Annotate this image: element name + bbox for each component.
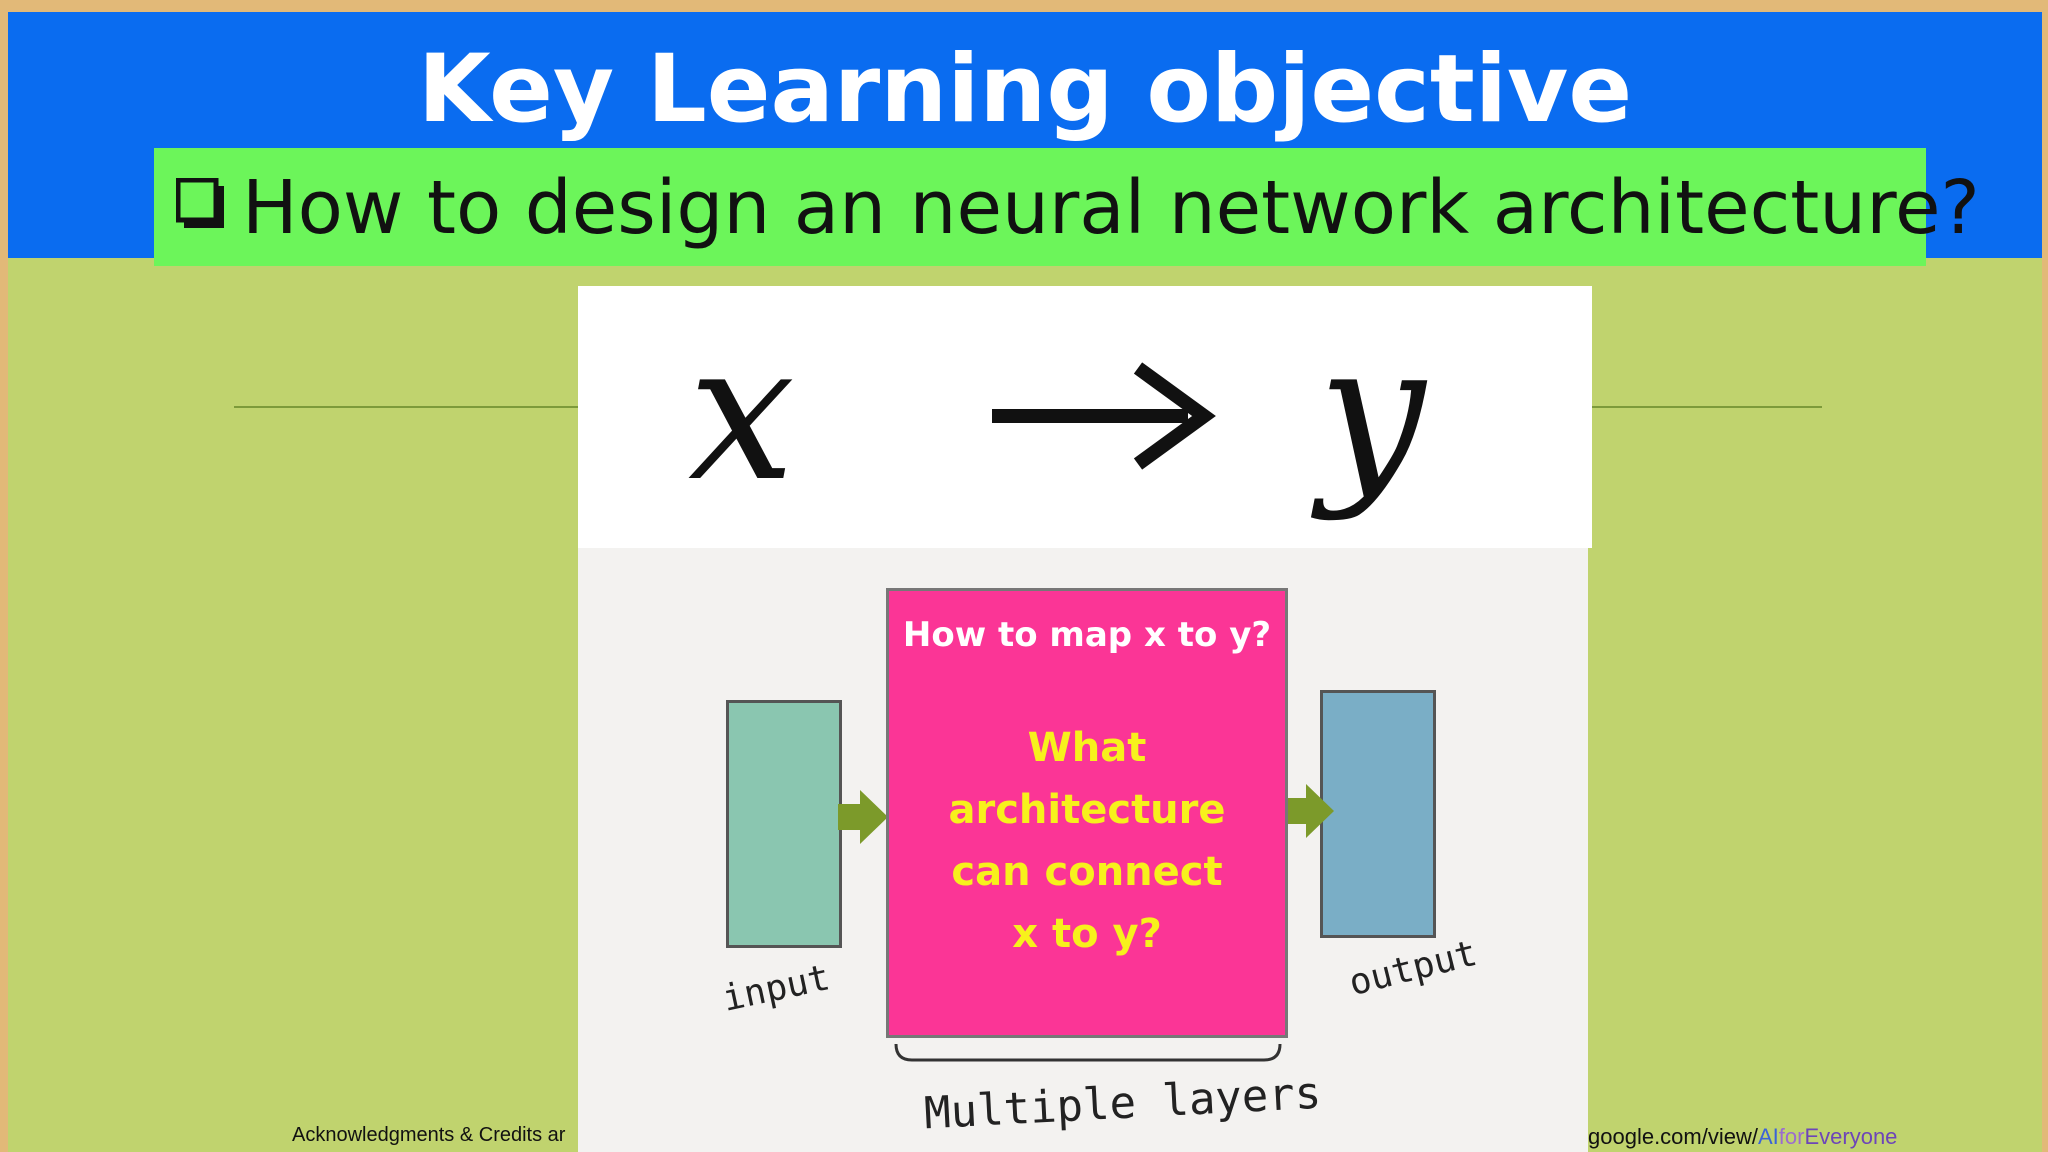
footer-link-prefix: google.com/view/ xyxy=(1588,1124,1758,1149)
footer-link-for: for xyxy=(1778,1124,1805,1149)
formula-card: x y xyxy=(578,286,1592,548)
footer-link-everyone: Everyone xyxy=(1804,1124,1898,1149)
divider-line-left xyxy=(234,406,586,408)
mapping-question: How to map x to y? xyxy=(902,615,1272,655)
layers-brace xyxy=(894,1043,1282,1062)
slide: Key Learning objective How to design an … xyxy=(8,12,2042,1152)
footer-left-clip: Acknowledgments & Credits ar xyxy=(292,1118,578,1152)
output-arrow-icon xyxy=(1284,784,1334,838)
objective-text: How to design an neural network architec… xyxy=(242,165,1980,251)
checkbox-bullet-icon xyxy=(176,178,224,228)
formula-x: x xyxy=(688,302,795,523)
objective-bar: How to design an neural network architec… xyxy=(154,148,1980,266)
slide-title: Key Learning objective xyxy=(417,35,1633,144)
architecture-question: What architecture can connect x to y? xyxy=(948,725,1226,957)
footer-credits-text: Acknowledgments & Credits ar xyxy=(292,1124,566,1146)
diagram-arrows xyxy=(838,784,1334,1062)
divider-line-right xyxy=(1588,406,1822,408)
right-arrow-icon xyxy=(992,362,1216,470)
hidden-layers-box: How to map x to y? What architecture can… xyxy=(886,588,1288,1038)
footer-link[interactable]: google.com/view/AIforEveryone xyxy=(1588,1118,2022,1152)
formula-y: y xyxy=(1310,302,1428,523)
input-arrow-icon xyxy=(838,790,888,844)
diagram-card: How to map x to y? What architecture can… xyxy=(578,548,1588,1152)
output-layer-block xyxy=(1320,690,1436,938)
footer-link-ai: AI xyxy=(1757,1124,1779,1149)
